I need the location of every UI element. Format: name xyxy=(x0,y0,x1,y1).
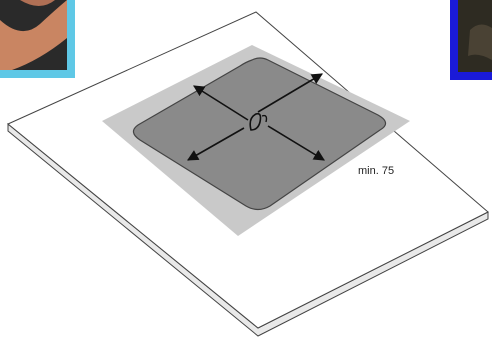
dimension-label: min. 75 xyxy=(358,165,394,177)
arrow-up-left xyxy=(193,85,249,121)
arrow-down-left xyxy=(187,127,245,161)
photo-thumbnail-right xyxy=(450,0,492,80)
arrow-down-right xyxy=(267,125,325,161)
arrow-up-right xyxy=(257,73,323,113)
photo-thumbnail-left xyxy=(0,0,75,78)
center-marker xyxy=(249,112,268,131)
